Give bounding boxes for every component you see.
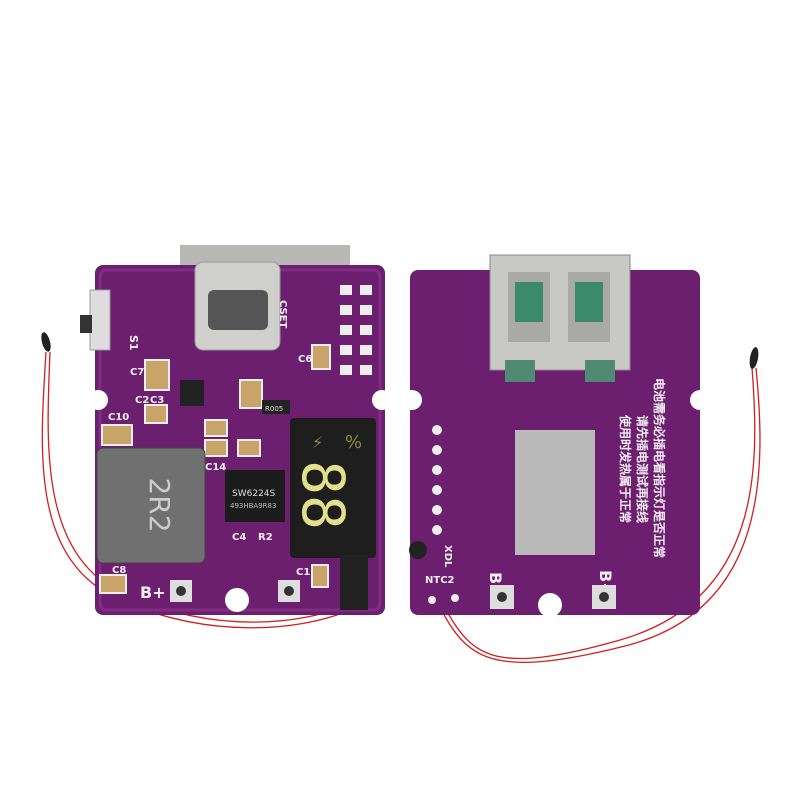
label-c14: C14 bbox=[205, 462, 226, 473]
label-c3: C3 bbox=[150, 395, 164, 406]
label-xdl: XDL bbox=[442, 545, 453, 568]
percent-sign: % bbox=[345, 432, 362, 453]
shunt-resistor bbox=[262, 400, 290, 414]
notice-line-1: 电池需务必插电看指示灯是否正常 bbox=[652, 378, 667, 558]
inductor bbox=[96, 447, 206, 564]
power-switch[interactable] bbox=[89, 289, 111, 351]
chip-label: SW6224S bbox=[232, 489, 276, 499]
right-thermistor-bead bbox=[749, 347, 759, 369]
label-s1: S1 bbox=[127, 335, 140, 351]
lightning-icon: ⚡ bbox=[312, 433, 323, 452]
sw6224s-chip bbox=[225, 470, 285, 522]
label-c2: C2 bbox=[135, 395, 149, 406]
label-r005: R005 bbox=[265, 405, 283, 413]
right-thermistor-wire bbox=[435, 367, 761, 664]
label-c4: C4 bbox=[232, 532, 246, 543]
header-pins bbox=[432, 425, 442, 535]
label-c7: C7 bbox=[130, 367, 144, 378]
connector-block bbox=[340, 555, 368, 610]
left-pcb: S1 CSET C7 C10 C2 C3 C6 C14 C8 C1 C4 R2 … bbox=[80, 245, 392, 615]
notice-line-2: 请先插电测试再接线 bbox=[635, 415, 650, 523]
right-pcb: XDL NTC2 B- B+ 电池需务必插电看指示灯是否正常 请先插电测试再接线… bbox=[402, 254, 710, 617]
seven-segment-digits: 88 bbox=[289, 460, 357, 530]
label-c8: C8 bbox=[112, 565, 126, 576]
mosfet bbox=[180, 380, 204, 406]
label-b-plus: B+ bbox=[140, 583, 166, 602]
capacitors bbox=[99, 344, 331, 594]
label-ntc2: NTC2 bbox=[425, 575, 455, 586]
label-r2: R2 bbox=[258, 532, 273, 543]
led-pads bbox=[340, 285, 372, 375]
label-c1: C1 bbox=[296, 567, 310, 578]
percent-display bbox=[290, 418, 376, 558]
inductor-label: 2R2 bbox=[143, 477, 176, 532]
ntc-component bbox=[409, 541, 427, 559]
label-cset: CSET bbox=[277, 300, 288, 329]
heatsink-pad bbox=[515, 430, 595, 555]
notice-line-3: 使用时发热属于正常 bbox=[618, 414, 633, 523]
label-c10: C10 bbox=[108, 412, 129, 423]
label-c6: C6 bbox=[298, 354, 312, 365]
left-thermistor-bead bbox=[41, 332, 51, 352]
chip-code: 493HBA9R83 bbox=[230, 502, 276, 510]
